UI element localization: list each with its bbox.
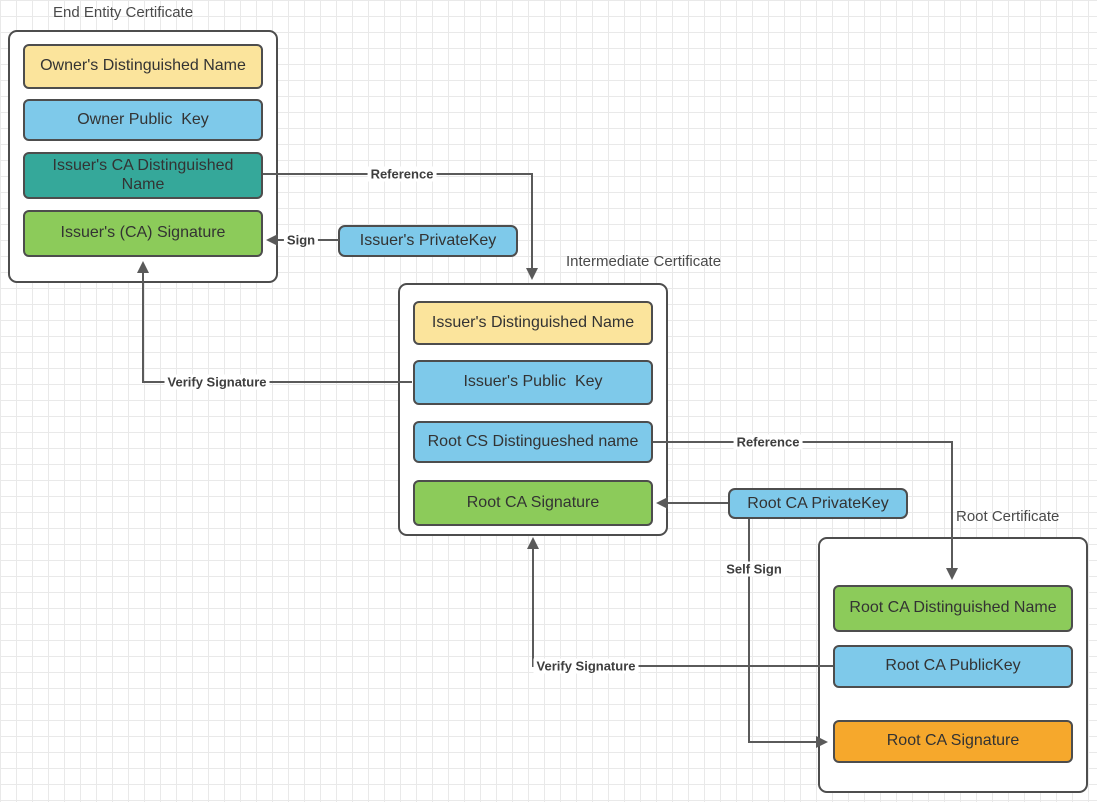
field-root-ca-signature-intermediate: Root CA Signature	[413, 480, 653, 526]
arrowhead-verify-signature-root	[527, 537, 539, 549]
label-sign: Sign	[283, 232, 319, 248]
label-verify-signature-end-entity: Verify Signature	[164, 374, 270, 390]
arrowhead-reference-to-intermediate	[526, 268, 538, 280]
label-reference-to-root: Reference	[733, 434, 803, 450]
field-root-cs-distingueshed-name: Root CS Distingueshed name	[413, 421, 653, 463]
field-issuers-public-key: Issuer's Public Key	[413, 360, 653, 405]
label-reference-to-intermediate: Reference	[367, 166, 437, 182]
label-verify-signature-root: Verify Signature	[533, 658, 639, 674]
connector-verify-signature-root	[532, 549, 833, 667]
field-owners-distinguished-name: Owner's Distinguished Name	[23, 44, 263, 89]
field-issuers-distinguished-name: Issuer's Distinguished Name	[413, 301, 653, 345]
field-owner-public-key: Owner Public Key	[23, 99, 263, 141]
field-issuers-ca-distinguished-name: Issuer's CA Distinguished Name	[23, 152, 263, 199]
connector-self-sign	[748, 519, 816, 743]
field-issuers-ca-signature: Issuer's (CA) Signature	[23, 210, 263, 257]
field-root-ca-signature-root: Root CA Signature	[833, 720, 1073, 763]
field-root-ca-distinguished-name: Root CA Distinguished Name	[833, 585, 1073, 632]
root-ca-private-key-box: Root CA PrivateKey	[728, 488, 908, 519]
field-root-ca-publickey: Root CA PublicKey	[833, 645, 1073, 688]
label-self-sign: Self Sign	[723, 561, 785, 577]
root-certificate-title: Root Certificate	[956, 508, 1060, 525]
end-entity-certificate-title: End Entity Certificate	[53, 4, 194, 21]
intermediate-certificate-title: Intermediate Certificate	[566, 253, 722, 270]
connector-verify-signature-end-entity	[142, 273, 412, 383]
issuers-private-key-box: Issuer's PrivateKey	[338, 225, 518, 257]
